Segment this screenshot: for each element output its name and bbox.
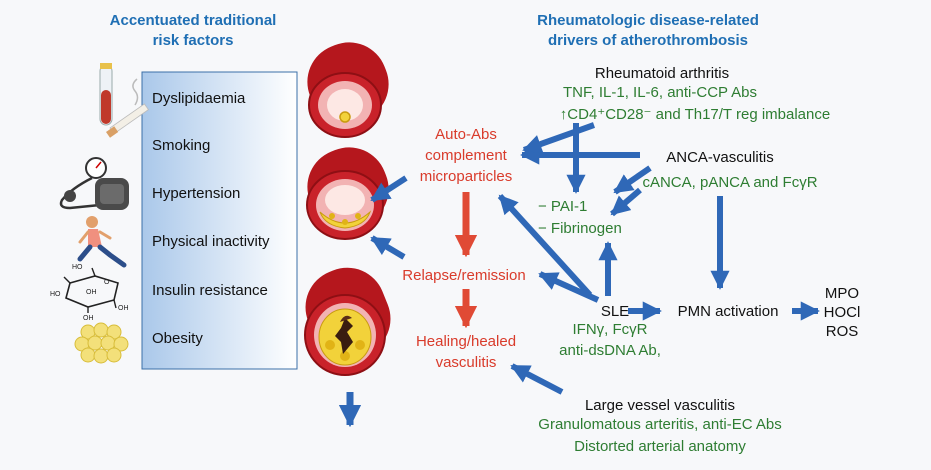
risk-factor-insulin-resistance: Insulin resistance xyxy=(152,282,268,299)
cigarette-icon xyxy=(105,78,149,138)
arrow-relapse-to-plaque xyxy=(370,235,406,260)
molecule-label-oh-center: OH xyxy=(86,289,97,296)
anca-title: ANCA-vasculitis xyxy=(666,149,774,166)
blue-arrows xyxy=(370,122,820,395)
molecule-label-ho-top: HO xyxy=(72,264,83,271)
arrow-sle-to-relapse xyxy=(538,271,600,303)
risk-factor-dyslipidaemia: Dyslipidaemia xyxy=(152,90,246,107)
arrow-ra-to-auto xyxy=(522,122,596,154)
sle-line1: IFNγ, FcγR xyxy=(573,321,648,338)
test-tube-icon xyxy=(99,63,113,126)
risk-factor-smoking: Smoking xyxy=(152,137,210,154)
lvv-title: Large vessel vasculitis xyxy=(585,397,735,414)
glucose-molecule-icon: HO O OH HO OH OH xyxy=(50,264,129,322)
arrow-auto-to-plaque xyxy=(370,175,408,203)
runner-icon xyxy=(77,216,127,268)
left-heading-line2: risk factors xyxy=(153,32,234,49)
hocl-label: HOCl xyxy=(824,304,861,321)
artery-plaque-icon xyxy=(306,147,389,240)
ra-title: Rheumatoid arthritis xyxy=(595,65,729,82)
molecule-label-oh-bottom: OH xyxy=(83,315,94,322)
auto-abs-line1: Auto-Abs xyxy=(435,126,497,143)
artery-healthy-icon xyxy=(307,42,389,138)
risk-factor-physical-inactivity: Physical inactivity xyxy=(152,233,270,250)
fibrinogen-label: − Fibrinogen xyxy=(538,220,622,237)
risk-factor-hypertension: Hypertension xyxy=(152,185,240,202)
ra-line2: ↑CD4⁺CD28⁻ and Th17/T reg imbalance xyxy=(560,106,830,123)
molecule-label-ho-left: HO xyxy=(50,291,61,298)
auto-abs-line2: complement xyxy=(425,147,508,164)
lvv-line1: Granulomatous arteritis, anti-EC Abs xyxy=(538,416,781,433)
arrow-sle-to-auto xyxy=(497,193,593,298)
risk-factor-obesity: Obesity xyxy=(152,330,203,347)
arrow-anca-to-pai xyxy=(613,165,652,195)
ra-line1: TNF, IL-1, IL-6, anti-CCP Abs xyxy=(563,84,757,101)
mpo-label: MPO xyxy=(825,285,859,302)
molecule-label-o: O xyxy=(104,279,110,286)
arrow-lvv-to-healing xyxy=(510,363,564,395)
left-heading-line1: Accentuated traditional xyxy=(110,12,277,29)
blood-pressure-gauge-icon xyxy=(59,157,129,210)
sle-title: SLE xyxy=(601,303,629,320)
artery-thrombus-icon xyxy=(304,267,391,376)
risk-factor-panel xyxy=(141,71,298,370)
molecule-label-oh-right: OH xyxy=(118,305,129,312)
ros-label: ROS xyxy=(826,323,859,340)
healing-line1: Healing/healed xyxy=(416,333,516,350)
relapse-remission-label: Relapse/remission xyxy=(402,267,525,284)
pai-1-label: − PAI-1 xyxy=(538,198,587,215)
anca-line1: cANCA, pANCA and FcγR xyxy=(642,174,817,191)
healing-line2: vasculitis xyxy=(436,354,497,371)
fat-cells-icon xyxy=(74,322,129,364)
lvv-line2: Distorted arterial anatomy xyxy=(574,438,746,455)
sle-line2: anti-dsDNA Ab, xyxy=(559,342,661,359)
right-heading-line2: drivers of atherothrombosis xyxy=(548,32,748,49)
arrow-anca-to-fibrinogen xyxy=(610,187,642,217)
auto-abs-line3: microparticles xyxy=(420,168,513,185)
pmn-activation-label: PMN activation xyxy=(678,303,779,320)
right-heading-line1: Rheumatologic disease-related xyxy=(537,12,759,29)
